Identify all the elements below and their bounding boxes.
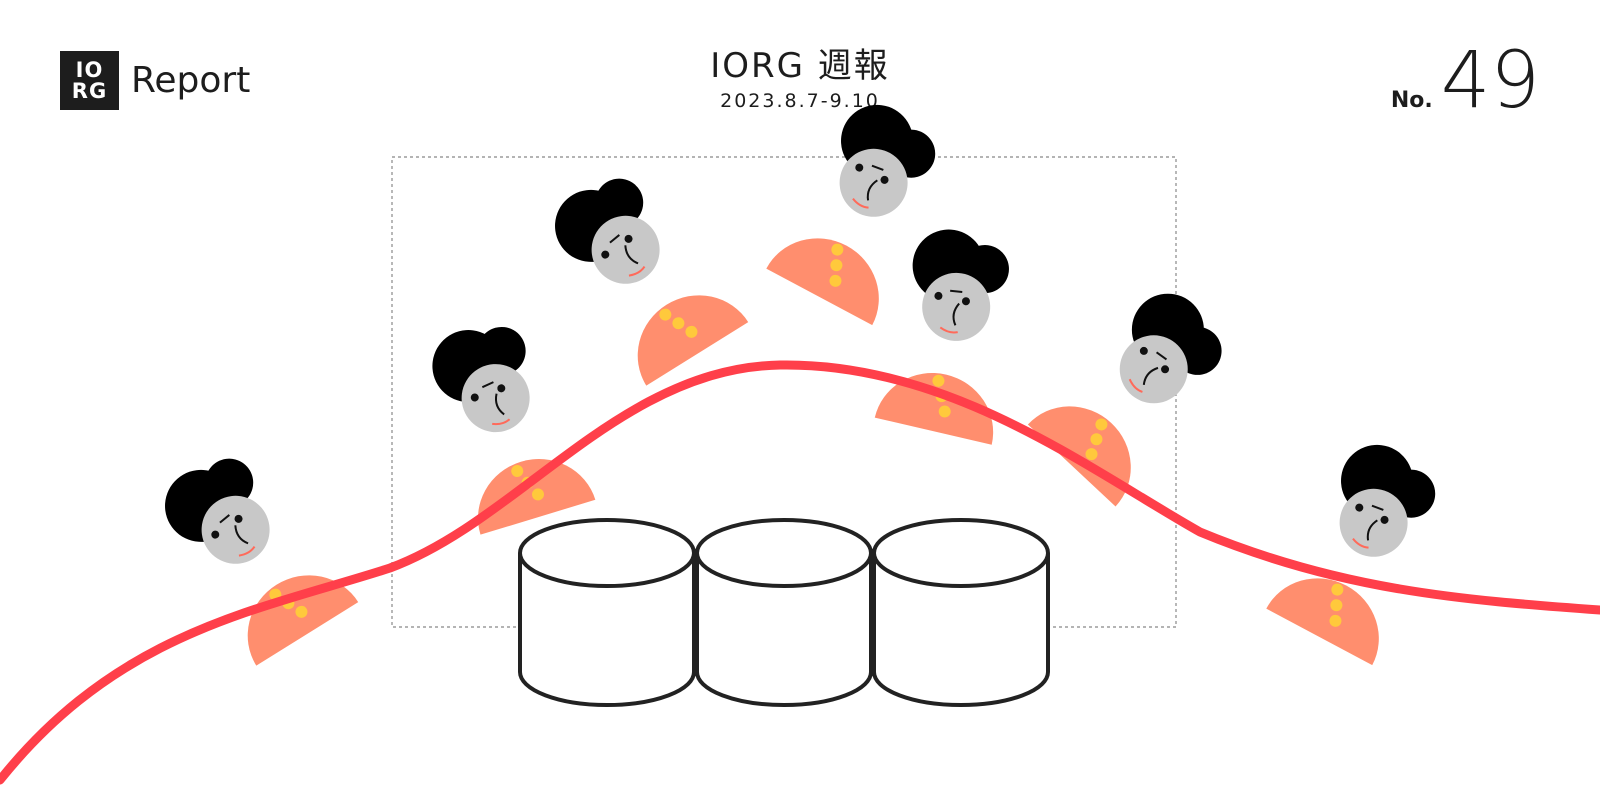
iorg-report-logo: IO RG Report: [60, 51, 250, 110]
person-figure-icon: [869, 220, 1044, 450]
database-cylinder-icon: [518, 518, 696, 707]
issue-prefix: No.: [1390, 88, 1433, 113]
person-figure-icon: [1261, 430, 1473, 670]
logo-line-2: RG: [71, 78, 108, 103]
issue-number-block: No. 49: [1391, 36, 1540, 126]
page-title: IORG 週報: [710, 46, 890, 86]
database-cylinder-icon: [872, 518, 1050, 707]
logo-label: Report: [131, 60, 251, 101]
person-figure-icon: [540, 149, 752, 389]
logo-line-1: IO: [75, 57, 104, 82]
report-header: IORG 週報 2023.8.7-9.10: [0, 44, 1600, 112]
bell-curve: [0, 360, 1600, 785]
person-figure-icon: [150, 429, 362, 669]
database-cylinders: [518, 518, 1050, 707]
iorg-logo-mark: IO RG: [60, 51, 119, 110]
date-range: 2023.8.7-9.10: [720, 90, 880, 112]
issue-number: 49: [1440, 36, 1540, 126]
person-figure-icon: [1024, 277, 1257, 511]
database-cylinder-icon: [695, 518, 873, 707]
